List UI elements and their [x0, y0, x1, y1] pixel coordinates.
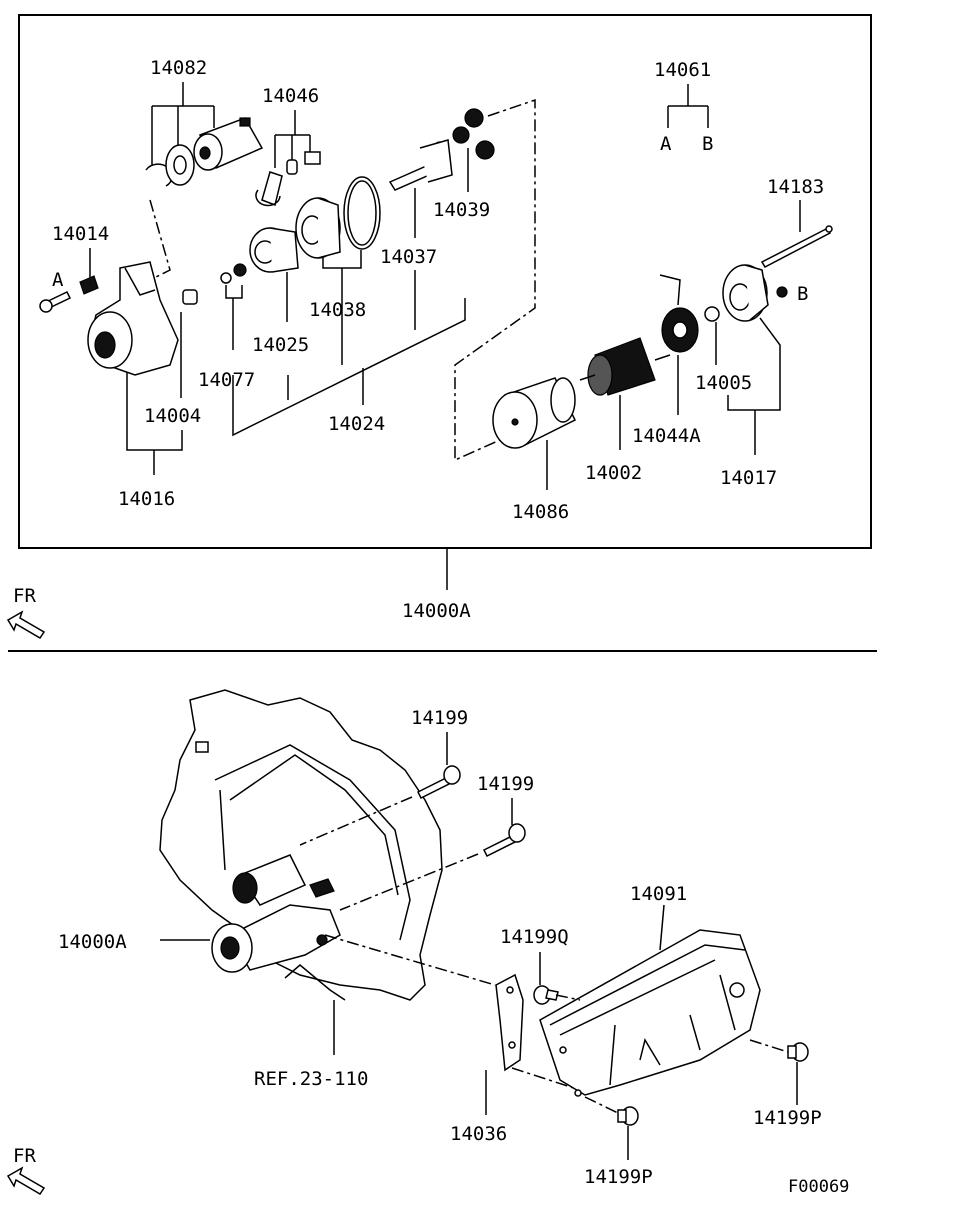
- bracket-14036-part: [495, 973, 524, 1072]
- label-14000a-lower: 14000A: [58, 931, 127, 953]
- installation-view: 14000A 14199 14199 REF.23-110 14036: [6, 689, 849, 1197]
- label-14044a: 14044A: [632, 425, 701, 447]
- bushing-part: [182, 289, 198, 305]
- label-14046: 14046: [262, 85, 319, 107]
- label-14000a-upper: 14000A: [402, 600, 471, 622]
- gear-part: [295, 197, 341, 259]
- transmission-housing-outline: [159, 689, 443, 1001]
- label-14005: 14005: [695, 372, 752, 394]
- label-14199p-right: 14199P: [753, 1107, 822, 1129]
- label-14014: 14014: [52, 223, 109, 245]
- label-14017: 14017: [720, 467, 777, 489]
- solenoid-part: [193, 117, 264, 171]
- planet-gear-part: [464, 108, 484, 128]
- label-14199-mid: 14199: [477, 773, 534, 795]
- label-14199q: 14199Q: [500, 926, 569, 948]
- brush-holder-part: [659, 274, 699, 353]
- label-14061-b: B: [702, 133, 713, 155]
- label-14038: 14038: [309, 299, 366, 321]
- through-bolt-part: [760, 226, 831, 268]
- label-ref-23-110: REF.23-110: [254, 1068, 368, 1090]
- label-14025: 14025: [252, 334, 309, 356]
- rear-bracket-part: [722, 264, 769, 322]
- exploded-starter-view: 14082 14046 14014 A: [6, 14, 872, 640]
- washer-14005-part: [704, 306, 720, 322]
- mark-b-right: B: [797, 283, 808, 305]
- pinion-clutch-part: [249, 227, 299, 273]
- label-14061-a: A: [660, 133, 672, 155]
- fr-arrow-icon: [6, 610, 46, 640]
- label-14002: 14002: [585, 462, 642, 484]
- label-14061: 14061: [654, 59, 711, 81]
- mark-a-left: A: [52, 269, 64, 291]
- label-14039: 14039: [433, 199, 490, 221]
- fr-label-upper: FR: [13, 585, 36, 607]
- label-14004: 14004: [144, 405, 201, 427]
- label-14016: 14016: [118, 488, 175, 510]
- armature-part: [579, 337, 671, 396]
- fr-label-lower: FR: [13, 1145, 36, 1167]
- figure-code: F00069: [788, 1177, 849, 1197]
- shaft-part: [388, 139, 453, 191]
- lever-part: [255, 171, 283, 207]
- label-14091: 14091: [630, 883, 687, 905]
- yoke-part: [492, 377, 576, 449]
- label-14082: 14082: [150, 57, 207, 79]
- heat-shield-part: [539, 929, 761, 1097]
- bolt-14199p-right-part: [787, 1042, 809, 1062]
- label-14199p-lower: 14199P: [584, 1166, 653, 1188]
- fr-arrow-lower-icon: [6, 1166, 46, 1196]
- starter-motor-part: [211, 854, 341, 973]
- bolt-14199p-lower-part: [617, 1106, 639, 1126]
- front-housing-part: [87, 261, 179, 376]
- label-14036: 14036: [450, 1123, 507, 1145]
- label-14086: 14086: [512, 501, 569, 523]
- assembly-frame: [18, 14, 872, 549]
- label-14037: 14037: [380, 246, 437, 268]
- bolt-14199-top-part: [416, 765, 461, 800]
- bolt-14199-mid-part: [482, 823, 526, 858]
- label-14183: 14183: [767, 176, 824, 198]
- bolt-14199q-part: [533, 985, 559, 1005]
- label-14199-top: 14199: [411, 707, 468, 729]
- label-14024: 14024: [328, 413, 385, 435]
- label-14077: 14077: [198, 369, 255, 391]
